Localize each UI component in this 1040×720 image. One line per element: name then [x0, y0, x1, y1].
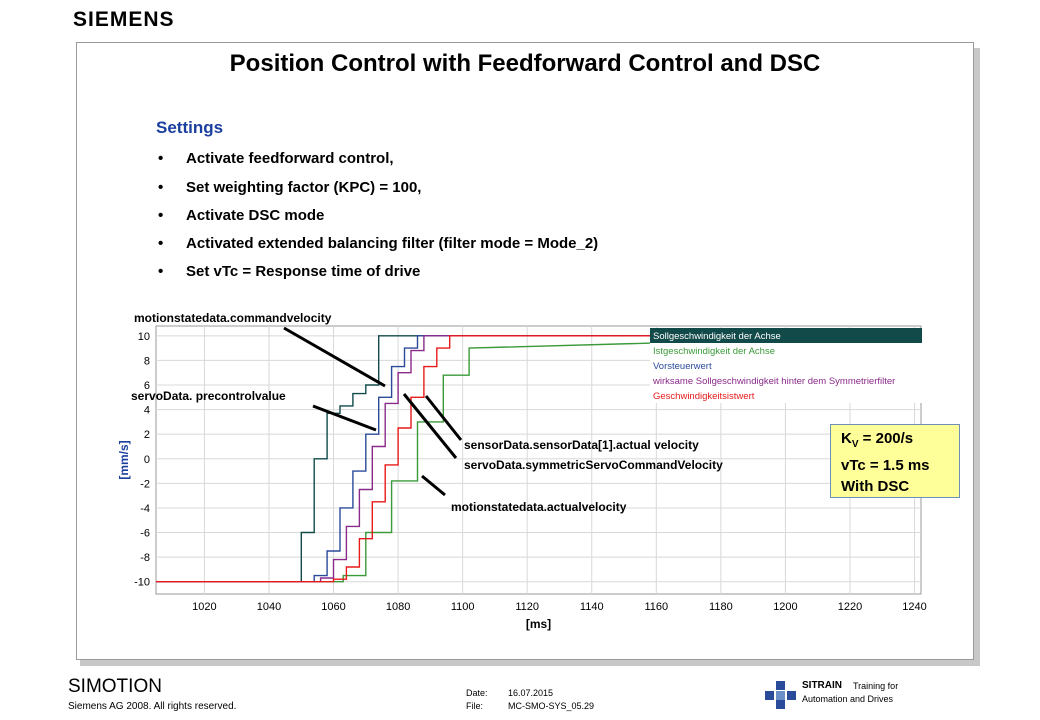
legend-entry: Geschwindigkeitsistwert [653, 391, 755, 402]
leader-line [312, 404, 377, 432]
series-line [156, 335, 915, 583]
y-tick-label: 10 [138, 331, 150, 343]
bullet-text: Activate feedforward control, [186, 150, 394, 167]
annotation-symmetric: servoData.symmetricServoCommandVelocity [464, 458, 723, 472]
x-tick-label: 1060 [321, 601, 345, 613]
y-tick-label: -4 [140, 503, 150, 515]
vtc-line: vTc = 1.5 ms [841, 457, 930, 474]
x-tick-label: 1100 [451, 601, 475, 613]
annotation-actual: motionstatedata.actualvelocity [451, 500, 627, 514]
legend-row [650, 358, 922, 373]
y-axis-label: [mm/s] [117, 440, 131, 479]
bullet-item: •Set weighting factor (KPC) = 100, [158, 179, 422, 196]
kv-line: KV = 200/s [841, 428, 959, 455]
leader-line [283, 326, 386, 388]
leader-line [424, 395, 463, 441]
y-tick-label: -8 [140, 552, 150, 564]
chart-axes: 10 8 6 4 2 0 -2 -4 -6 -8 -10 1020 1040 1060 1080 1100 11… [117, 331, 927, 631]
x-tick-label: 1020 [192, 601, 216, 613]
kv-value: = 200/s [858, 430, 914, 447]
x-tick-label: 1160 [644, 601, 668, 613]
velocity-chart: 10 8 6 4 2 0 -2 -4 -6 -8 -10 1020 1040 1060 1080 1100 11… [117, 325, 927, 631]
y-tick-label: 0 [144, 454, 150, 466]
bullet-text: Set weighting factor (KPC) = 100, [186, 179, 422, 196]
legend-row [650, 373, 922, 388]
legend-entry: Istgeschwindigkeit der Achse [653, 346, 775, 357]
series-line [156, 335, 915, 583]
bullet-text: Activated extended balancing filter (fil… [186, 235, 599, 252]
bullet-item: •Set vTc = Response time of drive [158, 263, 421, 280]
y-tick-label: 4 [144, 405, 150, 417]
y-tick-label: -6 [140, 528, 150, 540]
siemens-logo: SIEMENS [73, 8, 175, 31]
annotation-sensor: sensorData.sensorData[1].actual velocity [464, 438, 699, 452]
legend-entry: Vorsteuerwert [653, 361, 712, 372]
date-value: 16.07.2015 [508, 688, 554, 698]
sitrain-tagline: Training for [853, 681, 899, 691]
bullet-item: •Activate DSC mode [158, 207, 325, 224]
y-tick-label: 6 [144, 380, 150, 392]
annotation-leaders [283, 326, 463, 497]
legend-entry: wirksame Sollgeschwindigkeit hinter dem … [652, 376, 895, 387]
leader-line [402, 393, 458, 459]
annotation-commandvelocity: motionstatedata.commandvelocity [134, 311, 332, 325]
x-tick-label: 1200 [773, 601, 797, 613]
chart-legend: Sollgeschwindigkeit der AchseIstgeschwin… [650, 328, 922, 403]
sitrain-logo-icon [765, 681, 796, 709]
y-tick-label: -10 [134, 577, 150, 589]
legend-row [650, 388, 922, 403]
settings-heading: Settings [156, 118, 224, 137]
kv-info-box: KV = 200/s vTc = 1.5 ms With DSC [830, 424, 960, 498]
sitrain-name: SITRAIN [802, 680, 842, 691]
footer-copyright: Siemens AG 2008. All rights reserved. [68, 701, 237, 712]
y-tick-label: 8 [144, 355, 150, 367]
series-line [156, 335, 915, 583]
x-tick-label: 1240 [902, 601, 926, 613]
dsc-line: With DSC [841, 478, 910, 495]
x-tick-label: 1080 [386, 601, 410, 613]
legend-entry: Sollgeschwindigkeit der Achse [653, 331, 781, 342]
kv-subscript: V [851, 439, 859, 450]
slide-title: Position Control with Feedforward Contro… [229, 50, 821, 77]
leader-line [421, 474, 446, 497]
x-tick-label: 1180 [709, 601, 733, 613]
sitrain-tagline-2: Automation and Drives [802, 694, 894, 704]
bullet-item: •Activated extended balancing filter (fi… [158, 235, 599, 252]
annotation-precontrol: servoData. precontrolvalue [131, 389, 286, 403]
chart-series [156, 335, 915, 583]
date-label: Date: [466, 688, 488, 698]
footer-product: SIMOTION [68, 676, 162, 697]
legend-row [650, 343, 922, 358]
x-tick-label: 1220 [838, 601, 862, 613]
x-tick-label: 1120 [515, 601, 539, 613]
series-line [156, 335, 915, 583]
x-tick-label: 1140 [580, 601, 604, 613]
y-tick-label: -2 [140, 478, 150, 490]
legend-row [650, 328, 922, 343]
bullet-text: Activate DSC mode [186, 207, 325, 224]
file-value: MC-SMO-SYS_05.29 [508, 701, 595, 711]
file-label: File: [466, 701, 484, 711]
x-axis-label: [ms] [526, 617, 551, 631]
bullet-text: Set vTc = Response time of drive [186, 263, 421, 280]
kv-letter: K [841, 430, 852, 447]
bullet-item: •Activate feedforward control, [158, 150, 394, 167]
y-tick-label: 2 [144, 429, 150, 441]
x-tick-label: 1040 [257, 601, 281, 613]
